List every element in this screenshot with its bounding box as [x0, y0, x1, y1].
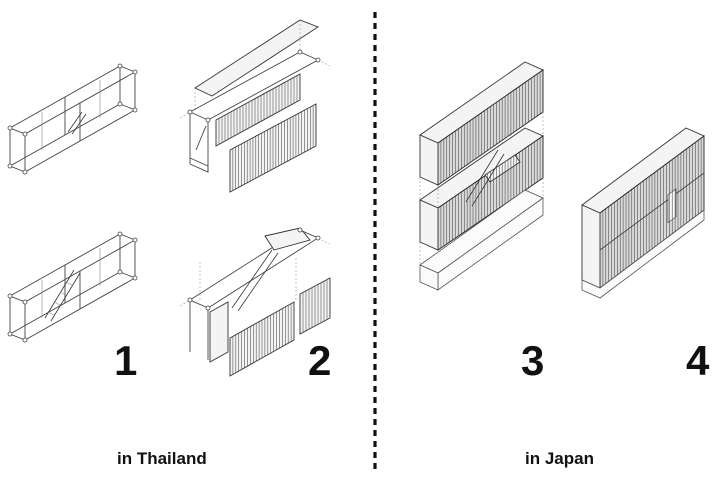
step-number-2: 2	[308, 337, 332, 384]
step-number-4: 4	[686, 337, 710, 384]
step-number-3: 3	[521, 337, 545, 384]
step-number-1: 1	[114, 337, 138, 384]
step-2-container-lower	[179, 227, 331, 377]
cladding-ribs	[218, 72, 702, 375]
caption-thailand: in Thailand	[117, 449, 207, 468]
step-1-frame-upper	[7, 63, 138, 175]
step-3-stacked-assembly	[419, 61, 544, 291]
step-4-finished-building	[581, 127, 705, 299]
caption-japan: in Japan	[525, 449, 594, 468]
step-1-frame-lower	[7, 231, 138, 343]
